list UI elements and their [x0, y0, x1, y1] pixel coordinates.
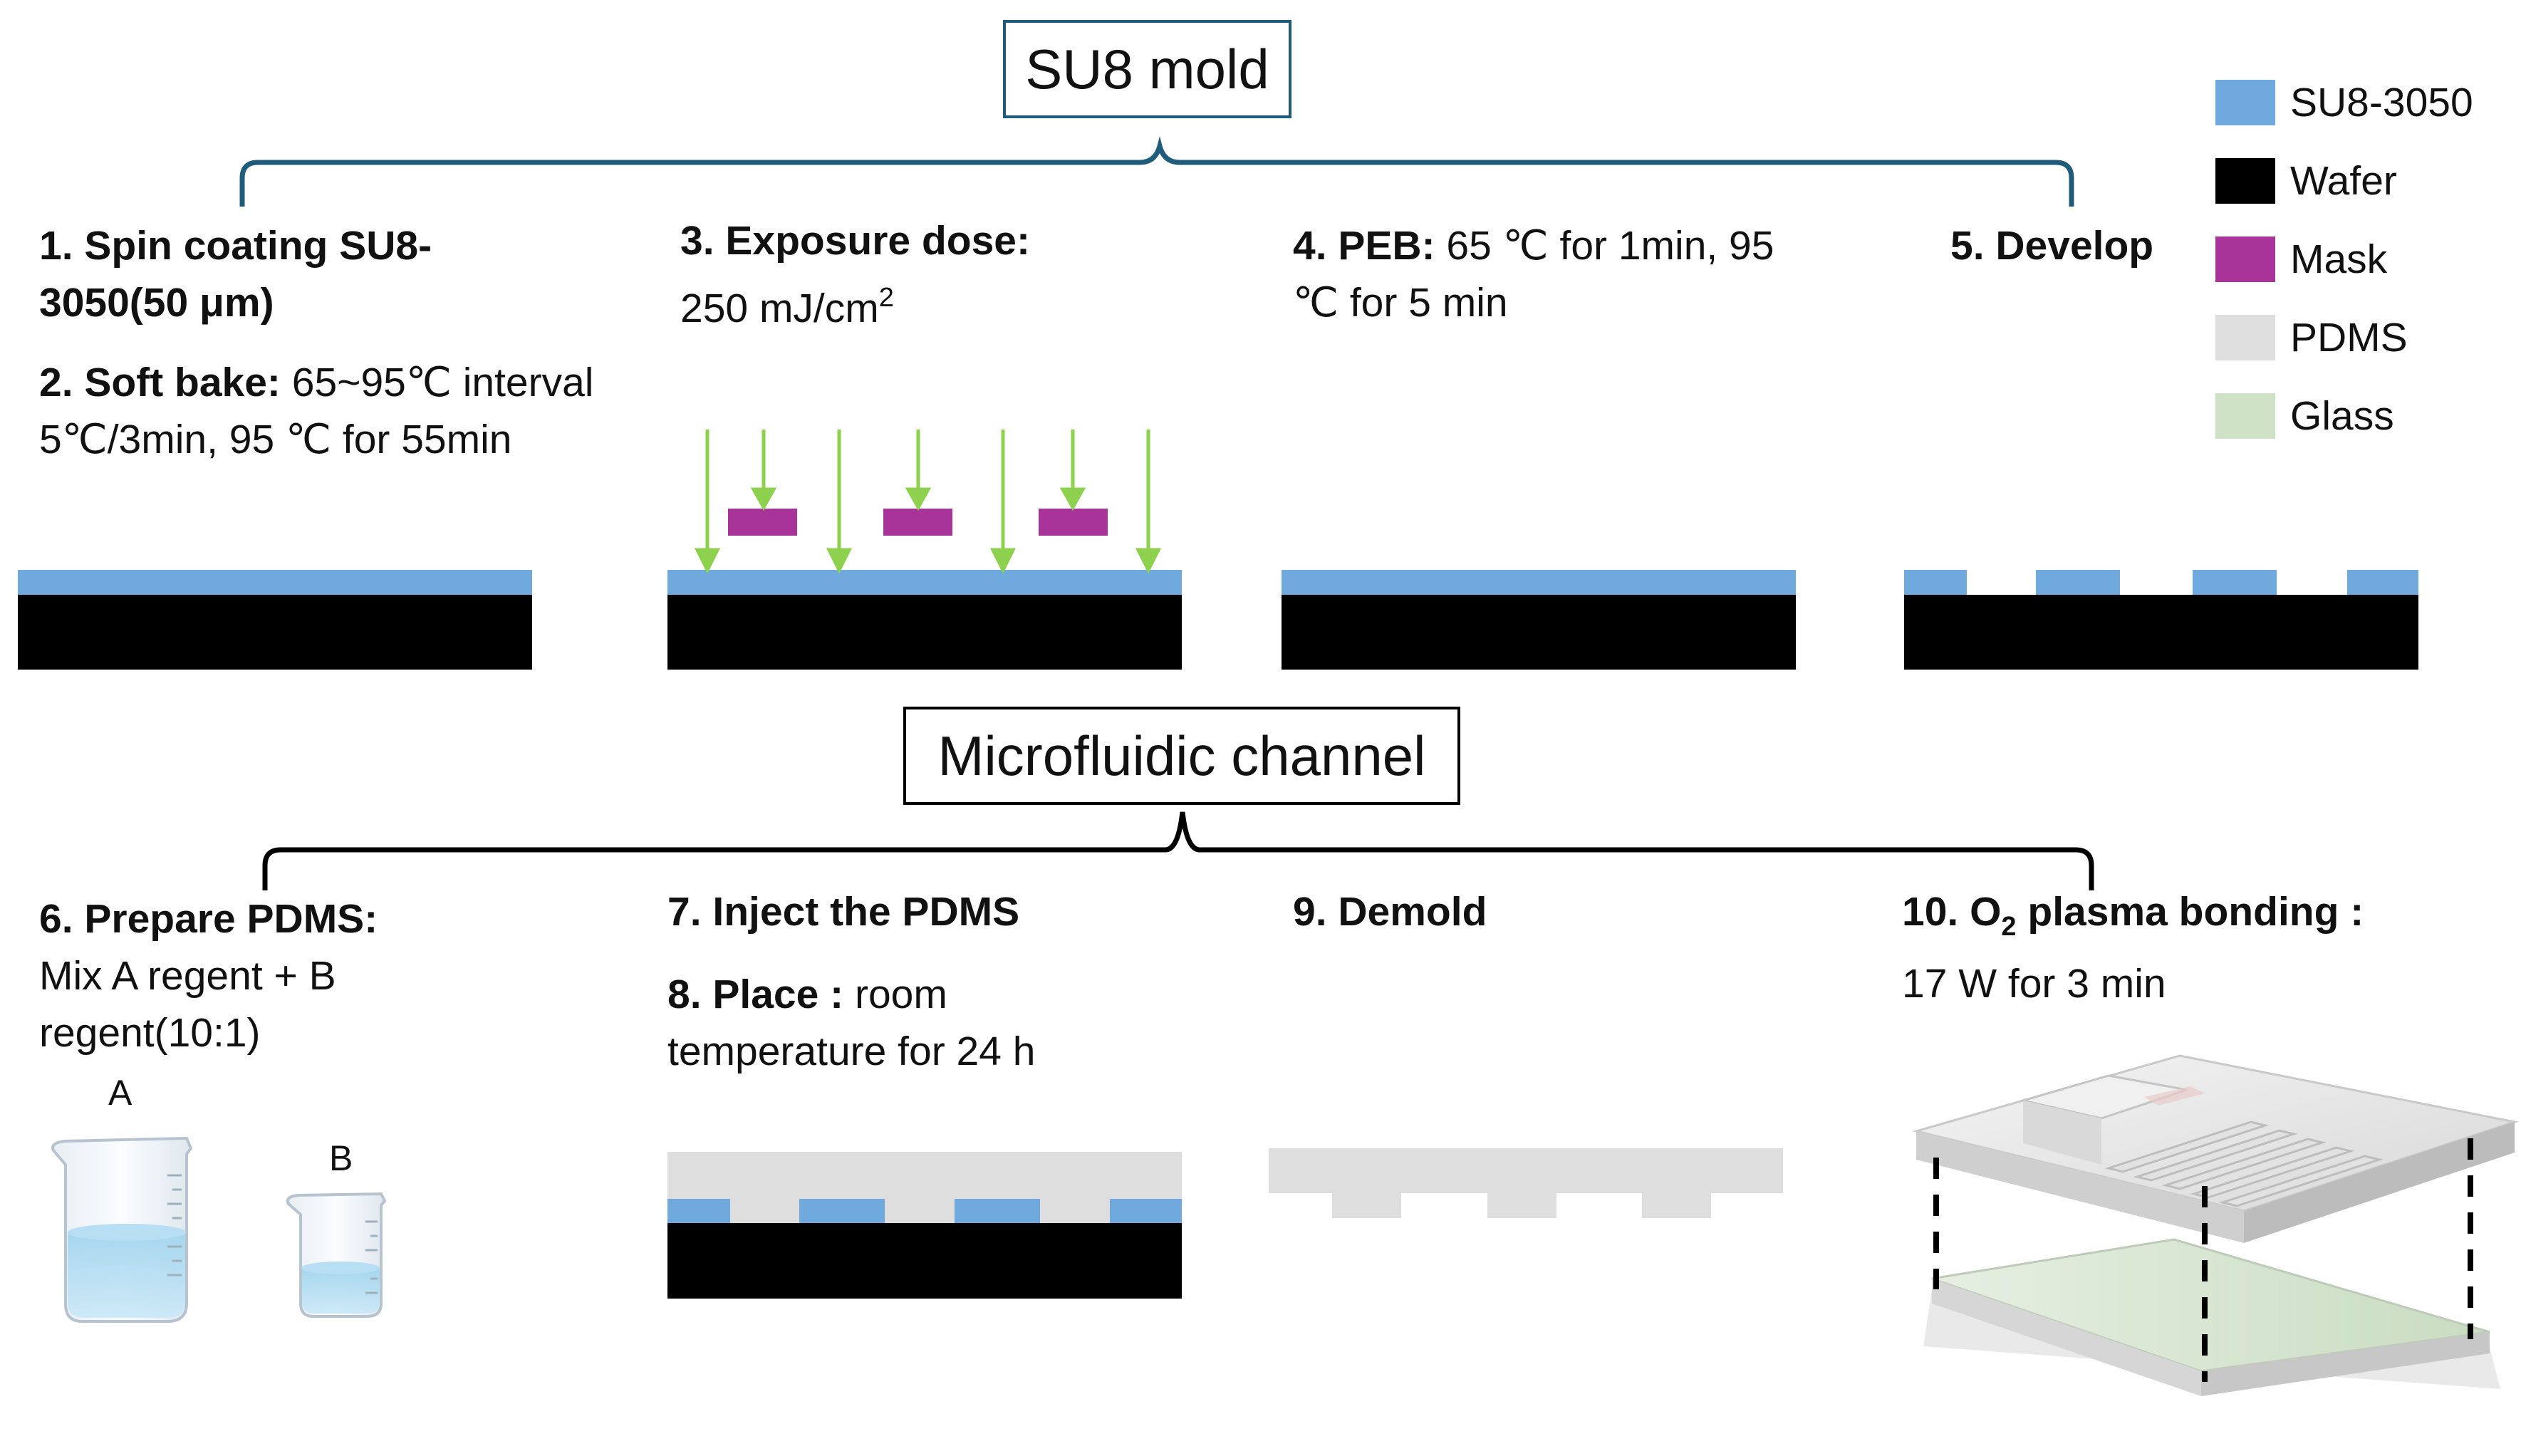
legend-swatch-mask	[2215, 236, 2275, 282]
legend-label: PDMS	[2290, 315, 2408, 360]
legend-label: Mask	[2290, 236, 2388, 282]
pdms-chip-right	[2244, 1122, 2515, 1243]
step-8-detail: room temperature for 24 h	[667, 972, 1036, 1074]
s7-pdms-layer	[667, 1152, 1182, 1223]
s1-wafer	[18, 595, 532, 670]
section-title-channel: Microfluidic channel	[903, 707, 1460, 805]
step-10-detail: 17 W for 3 min	[1902, 961, 2166, 1007]
s7-wafer	[667, 1223, 1182, 1299]
legend-label: SU8-3050	[2290, 80, 2473, 125]
s4-su8-layer	[1282, 570, 1796, 595]
s9-pdms-slab	[1269, 1148, 1783, 1218]
s5-su8-feature	[2036, 570, 2120, 595]
step-8-title: 8. Place :	[667, 972, 844, 1017]
uv-arrows	[694, 430, 1162, 574]
s5-su8-feature	[1904, 570, 1967, 595]
mask-block	[728, 509, 797, 536]
legend-swatch-su8-3050	[2215, 80, 2275, 125]
step-2-title: 2. Soft bake:	[39, 360, 281, 405]
s5-wafer	[1904, 595, 2418, 670]
legend-swatch-pdms	[2215, 315, 2275, 360]
step-8-text: 8. Place : room temperature for 24 h	[667, 966, 1138, 1080]
step-7-title: 7. Inject the PDMS	[667, 889, 1020, 935]
step-9-text: 9. Demold	[1293, 883, 1649, 940]
step-7-text: 7. Inject the PDMS	[667, 883, 1180, 940]
legend-swatch-wafer	[2215, 158, 2275, 204]
legend-label: Wafer	[2290, 158, 2397, 204]
s7-su8-feature	[799, 1199, 885, 1223]
step-6-title: 6. Prepare PDMS:	[39, 896, 378, 942]
s7-su8-feature	[667, 1199, 730, 1223]
s1-su8-layer	[18, 570, 532, 595]
mask-block	[883, 509, 952, 536]
step-5-text: 5. Develop	[1950, 217, 2185, 274]
s3-su8-layer	[667, 570, 1182, 595]
beaker-a-label: A	[108, 1073, 132, 1113]
bonding-illustration	[1912, 1054, 2519, 1396]
s5-su8-feature	[2193, 570, 2277, 595]
step-10-title: 10. O2 plasma bonding :	[1902, 889, 2364, 942]
step-3-detail: 250 mJ/cm	[680, 286, 879, 331]
channel-brace	[262, 811, 2094, 890]
mold-brace	[239, 136, 2074, 207]
step-6-detail: Mix A regent + B regent(10:1)	[39, 953, 336, 1056]
s3-wafer	[667, 595, 1182, 670]
section-title-mold: SU8 mold	[1003, 20, 1291, 118]
step-6-text: 6. Prepare PDMS: Mix A regent + B regent…	[39, 890, 438, 1061]
beaker-b	[286, 1192, 387, 1318]
step-9-title: 9. Demold	[1293, 889, 1487, 935]
step-1-title: 1. Spin coating SU8-3050(50 μm)	[39, 223, 432, 326]
beaker-b-label: B	[329, 1138, 353, 1178]
pdms-chip-front	[1916, 1131, 2244, 1243]
step-5-title: 5. Develop	[1950, 223, 2154, 269]
step-4-text: 4. PEB: 65 ℃ for 1min, 95 ℃ for 5 min	[1293, 217, 1806, 331]
s7-su8-feature	[955, 1199, 1040, 1223]
step-2-detail: 65~95℃ interval 5℃/3min, 95 ℃ for 55min	[39, 360, 594, 462]
mask-block	[1039, 509, 1108, 536]
step-4-detail: 65 ℃ for 1min, 95 ℃ for 5 min	[1293, 223, 1774, 326]
step-3-title: 3. Exposure dose:	[680, 218, 1030, 264]
s5-su8-feature	[2347, 570, 2418, 595]
beaker-a	[51, 1136, 193, 1323]
step-3-text: 3. Exposure dose: 250 mJ/cm2	[680, 212, 1179, 337]
step-3-superscript: 2	[878, 283, 894, 313]
step-2-text: 2. Soft bake: 65~95℃ interval 5℃/3min, 9…	[39, 354, 602, 468]
step-1-text: 1. Spin coating SU8-3050(50 μm)	[39, 217, 495, 331]
step-10-text: 10. O2 plasma bonding : 17 W for 3 min	[1902, 883, 2443, 1012]
legend-label: Glass	[2290, 393, 2394, 439]
legend-swatch-glass	[2215, 393, 2275, 439]
s4-wafer	[1282, 595, 1796, 670]
s7-su8-feature	[1110, 1199, 1182, 1223]
step-4-title: 4. PEB:	[1293, 223, 1435, 269]
